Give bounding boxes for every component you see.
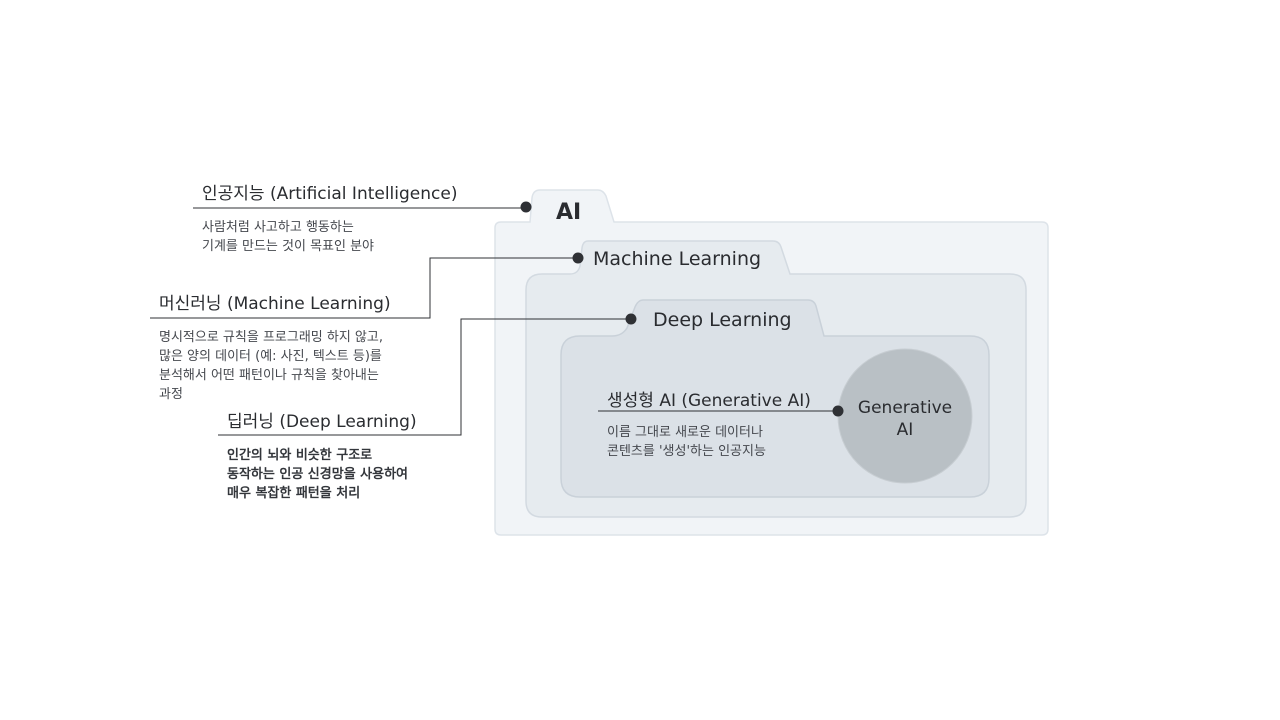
ml-box-label: Machine Learning xyxy=(593,248,762,270)
ml-annotation-desc: 명시적으로 규칙을 프로그래밍 하지 않고, 많은 양의 데이터 (예: 사진,… xyxy=(159,330,383,402)
gen-dot xyxy=(832,405,844,417)
dl-box-label: Deep Learning xyxy=(653,309,792,331)
dl-dot xyxy=(625,313,637,325)
ml-leader-line xyxy=(150,257,578,319)
ai-annotation-desc: 사람처럼 사고하고 행동하는 기계를 만드는 것이 목표인 분야 xyxy=(202,220,375,254)
ml-dot xyxy=(572,252,584,264)
dl-annotation-desc: 인간의 뇌와 비슷한 구조로 동작하는 인공 신경망을 사용하여 매우 복잡한 … xyxy=(227,448,409,501)
ml-annotation-title: 머신러닝 (Machine Learning) xyxy=(159,294,391,314)
ai-annotation-title: 인공지능 (Artificial Intelligence) xyxy=(202,184,458,204)
ai-box-label: AI xyxy=(556,200,582,225)
dl-annotation-title: 딥러닝 (Deep Learning) xyxy=(227,412,417,432)
ai-dot xyxy=(520,201,532,213)
generative-ai-circle-label: Generative AI xyxy=(857,398,953,440)
gen-annotation-title: 생성형 AI (Generative AI) xyxy=(607,391,811,411)
dl-leader-line xyxy=(218,318,631,436)
gen-annotation-desc: 이름 그대로 새로운 데이터나 콘텐츠를 '생성'하는 인공지능 xyxy=(607,425,766,459)
